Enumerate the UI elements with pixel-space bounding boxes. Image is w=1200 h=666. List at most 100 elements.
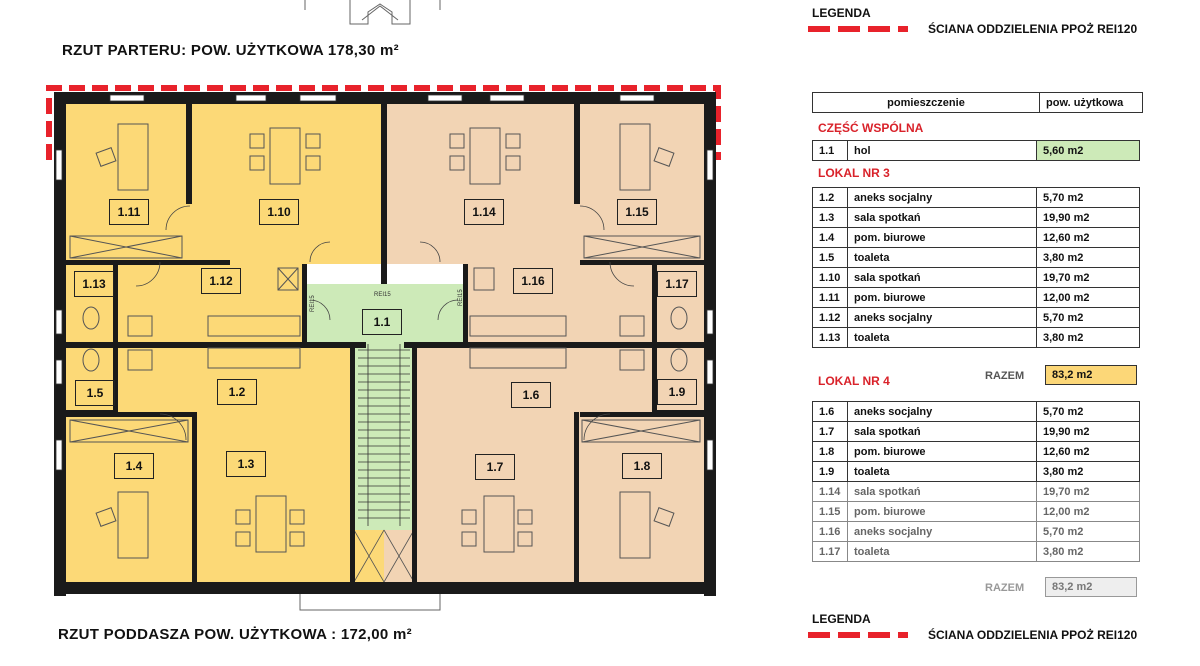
cell-name: sala spotkań xyxy=(847,421,1037,442)
room-label: 1.11 xyxy=(109,199,149,225)
cell-area: 12,00 m2 xyxy=(1036,287,1140,308)
plan-title-ground: RZUT PARTERU: POW. UŻYTKOWA 178,30 m² xyxy=(62,42,399,59)
legend-text: ŚCIANA ODDZIELENIA PPOŻ REI120 xyxy=(928,628,1138,642)
room-label: 1.2 xyxy=(217,379,257,405)
lokal3-total: 83,2 m2 xyxy=(1045,365,1137,385)
fire-wall-line xyxy=(46,85,721,160)
cell-name: pom. biurowe xyxy=(847,441,1037,462)
legend-line-icon xyxy=(808,26,908,32)
cell-name: sala spotkań xyxy=(847,207,1037,228)
room-label: 1.17 xyxy=(657,271,697,297)
cell-name: aneks socjalny xyxy=(847,307,1037,328)
room-label: 1.1 xyxy=(362,309,402,335)
area-table-header: pomieszczenie pow. użytkowa xyxy=(812,92,1143,113)
floor-plan: REI15 REI15 REI15 xyxy=(46,0,721,611)
door-swings xyxy=(135,205,635,441)
cell-no: 1.12 xyxy=(812,307,848,328)
cell-no: 1.7 xyxy=(812,421,848,442)
total-label: RAZEM xyxy=(985,582,1025,594)
room-label: 1.14 xyxy=(464,199,504,225)
cell-name: aneks socjalny xyxy=(847,401,1037,422)
cell-area: 3,80 m2 xyxy=(1036,461,1140,482)
room-label: 1.4 xyxy=(114,453,154,479)
cell-area: 19,90 m2 xyxy=(1036,207,1140,228)
total-label: RAZEM xyxy=(985,370,1025,382)
cell-area: 12,60 m2 xyxy=(1036,227,1140,248)
cell-name: pom. biurowe xyxy=(847,501,1037,522)
furniture xyxy=(69,123,701,559)
section-common: CZĘŚĆ WSPÓLNA xyxy=(818,121,924,135)
cell-name: toaleta xyxy=(847,461,1037,482)
cell-no: 1.1 xyxy=(812,140,848,161)
section-lokal3: LOKAL NR 3 xyxy=(818,166,890,180)
section-lokal4: LOKAL NR 4 xyxy=(818,374,890,388)
cell-no: 1.2 xyxy=(812,187,848,208)
cell-name: toaleta xyxy=(847,327,1037,348)
cell-name: hol xyxy=(847,140,1037,161)
cell-area: 19,70 m2 xyxy=(1036,481,1140,502)
cell-area: 5,70 m2 xyxy=(1036,521,1140,542)
cell-name: sala spotkań xyxy=(847,267,1037,288)
room-label: 1.8 xyxy=(622,453,662,479)
cell-area: 5,70 m2 xyxy=(1036,307,1140,328)
cell-no: 1.5 xyxy=(812,247,848,268)
cell-no: 1.17 xyxy=(812,541,848,562)
table-row: 1.1 hol 5,60 m2 xyxy=(812,140,1140,161)
header-room: pomieszczenie xyxy=(812,92,1040,113)
cell-no: 1.14 xyxy=(812,481,848,502)
room-label: 1.7 xyxy=(475,454,515,480)
staircase xyxy=(358,344,410,526)
cell-name: toaleta xyxy=(847,541,1037,562)
plan-title-attic: RZUT PODDASZA POW. UŻYTKOWA : 172,00 m² xyxy=(58,626,412,643)
terrace-outline xyxy=(299,594,441,611)
windows xyxy=(55,94,714,471)
lokal4-total: 83,2 m2 xyxy=(1045,577,1137,597)
cell-area: 19,90 m2 xyxy=(1036,421,1140,442)
cell-area: 19,70 m2 xyxy=(1036,267,1140,288)
cell-name: aneks socjalny xyxy=(847,521,1037,542)
cell-area: 3,80 m2 xyxy=(1036,541,1140,562)
cell-name: sala spotkań xyxy=(847,481,1037,502)
cell-no: 1.13 xyxy=(812,327,848,348)
room-label: 1.5 xyxy=(75,380,115,406)
cell-area: 5,70 m2 xyxy=(1036,401,1140,422)
cell-no: 1.3 xyxy=(812,207,848,228)
cell-no: 1.4 xyxy=(812,227,848,248)
door-tag: REI15 xyxy=(374,292,391,298)
cell-name: pom. biurowe xyxy=(847,287,1037,308)
cell-no: 1.16 xyxy=(812,521,848,542)
common-table: 1.1 hol 5,60 m2 xyxy=(812,140,1140,161)
legend-title: LEGENDA xyxy=(812,612,871,626)
header-area: pow. użytkowa xyxy=(1039,92,1143,113)
cell-no: 1.15 xyxy=(812,501,848,522)
cell-no: 1.8 xyxy=(812,441,848,462)
legend-line-icon xyxy=(808,632,908,638)
cell-area: 12,60 m2 xyxy=(1036,441,1140,462)
room-label: 1.16 xyxy=(513,268,553,294)
cell-area: 3,80 m2 xyxy=(1036,247,1140,268)
cell-area: 5,60 m2 xyxy=(1036,140,1140,161)
legend-text: ŚCIANA ODDZIELENIA PPOŻ REI120 xyxy=(928,22,1138,36)
cell-no: 1.6 xyxy=(812,401,848,422)
entrance-door-icon xyxy=(304,0,441,25)
cell-name: pom. biurowe xyxy=(847,227,1037,248)
cell-name: aneks socjalny xyxy=(847,187,1037,208)
cell-no: 1.11 xyxy=(812,287,848,308)
room-label: 1.9 xyxy=(657,379,697,405)
room-label: 1.12 xyxy=(201,268,241,294)
room-label: 1.3 xyxy=(226,451,266,477)
